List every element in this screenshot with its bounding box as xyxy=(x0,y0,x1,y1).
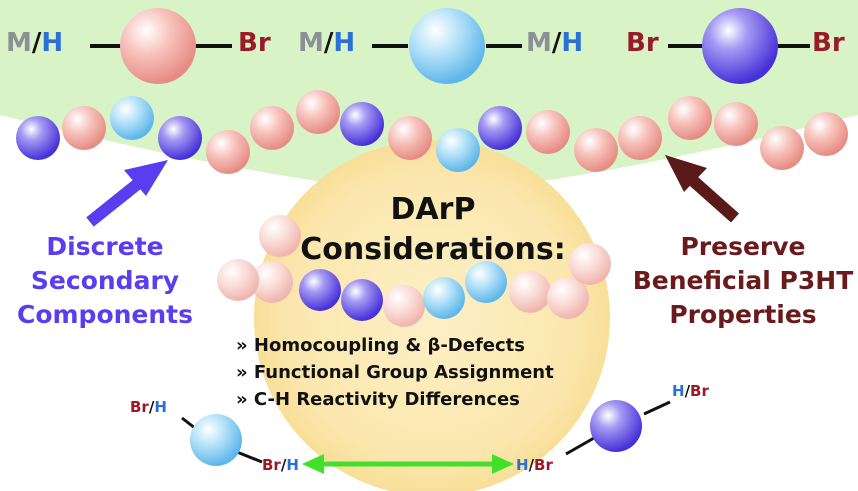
bullet-item: » C-H Reactivity Differences xyxy=(236,389,520,410)
bullet-item: » Homocoupling & β-Defects xyxy=(236,335,525,356)
arrow-right xyxy=(665,155,739,223)
purple-sphere xyxy=(16,116,60,160)
pale-pink-sphere xyxy=(569,243,611,285)
pale-pink-sphere xyxy=(383,285,425,327)
purple-sphere xyxy=(341,279,383,321)
pink-sphere xyxy=(760,126,804,170)
pink-sphere xyxy=(250,106,294,150)
pink-sphere xyxy=(618,116,662,160)
pink-sphere xyxy=(296,90,340,134)
pale-pink-sphere xyxy=(547,277,589,319)
pink-sphere xyxy=(206,130,250,174)
monomer-sphere-pink xyxy=(120,8,196,84)
blue-sphere xyxy=(436,128,480,172)
pale-pink-sphere xyxy=(251,261,293,303)
purple-sphere xyxy=(158,116,202,160)
blue-sphere xyxy=(110,96,154,140)
bottom-left-bottom-label: Br/H xyxy=(262,456,299,474)
monomer-1-right-label: Br xyxy=(238,28,271,58)
center-polymer-chain xyxy=(217,215,611,327)
pink-sphere xyxy=(668,96,712,140)
purple-sphere xyxy=(340,102,384,146)
pink-sphere xyxy=(526,110,570,154)
purple-sphere xyxy=(299,269,341,311)
blue-sphere xyxy=(465,261,507,303)
pink-sphere xyxy=(804,112,848,156)
monomer-3-left-label: Br xyxy=(626,28,659,58)
monomer-3-right-label: Br xyxy=(812,28,845,58)
bottom-left-monomer xyxy=(181,414,263,466)
side-label-right: Preserve Beneficial P3HT Properties xyxy=(632,232,854,329)
pink-sphere xyxy=(714,102,758,146)
pink-sphere xyxy=(388,116,432,160)
arrow-left xyxy=(86,160,168,227)
bullet-item: » Functional Group Assignment xyxy=(236,362,554,383)
monomer-2-left-label: M/H xyxy=(298,28,356,58)
center-title: DArP Considerations: xyxy=(300,192,566,267)
monomer-1-left-label: M/H xyxy=(6,28,64,58)
pale-pink-sphere xyxy=(217,259,259,301)
monomer-sphere-blue xyxy=(409,8,485,84)
pink-sphere xyxy=(574,128,618,172)
bottom-right-monomer xyxy=(565,400,671,456)
pink-sphere xyxy=(62,106,106,150)
monomer-sphere-purple xyxy=(702,8,778,84)
blue-sphere xyxy=(423,277,465,319)
considerations-list: » Homocoupling & β-Defects » Functional … xyxy=(236,332,554,413)
side-label-left: Discrete Secondary Components xyxy=(16,232,194,329)
bottom-right-bottom-label: H/Br xyxy=(516,456,553,474)
bottom-left-top-label: Br/H xyxy=(130,398,167,416)
monomer-2-right-label: M/H xyxy=(526,28,584,58)
bottom-right-top-label: H/Br xyxy=(672,382,709,400)
purple-sphere xyxy=(478,106,522,150)
polymer-chain xyxy=(16,90,848,174)
pale-pink-sphere xyxy=(259,215,301,257)
double-arrow xyxy=(302,454,514,474)
pale-pink-sphere xyxy=(509,271,551,313)
yellow-circle-background xyxy=(254,140,610,491)
